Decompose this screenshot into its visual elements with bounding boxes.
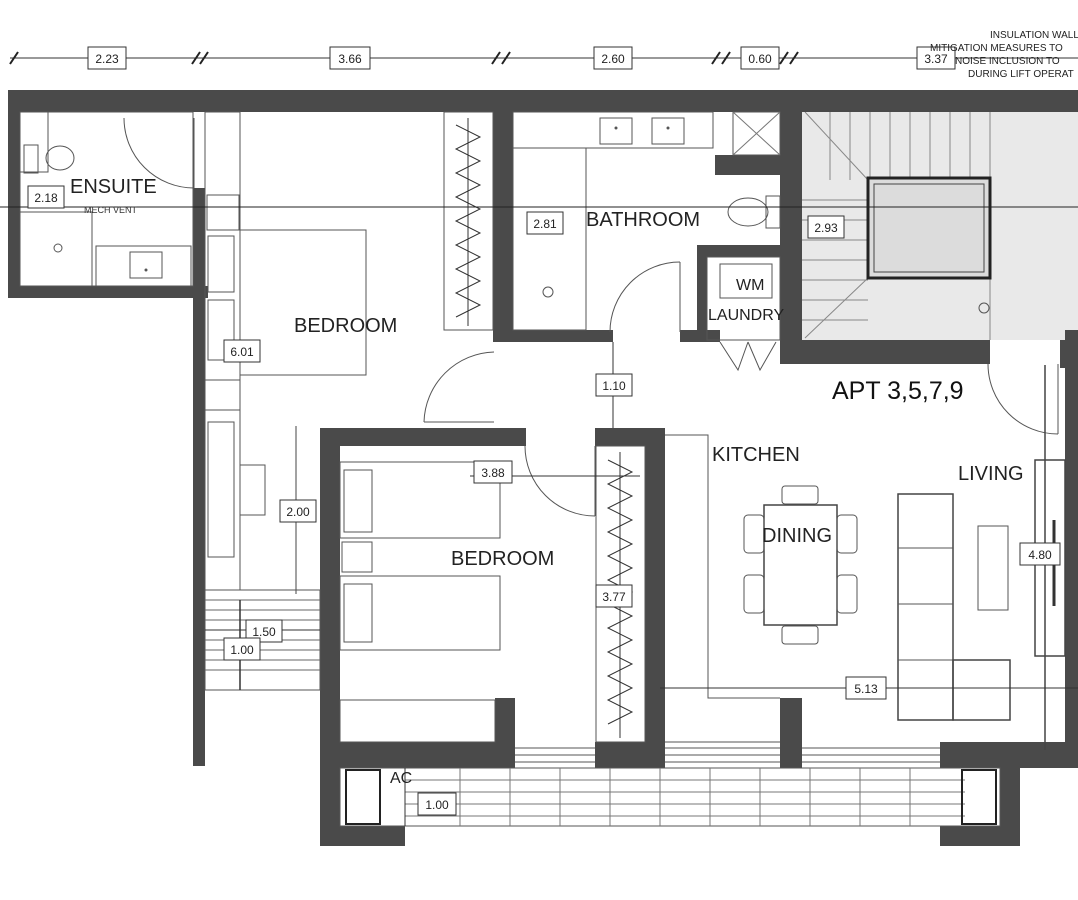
stair-well [802, 110, 1078, 340]
ensuite-fixtures [19, 111, 195, 287]
top-dimension-5: 3.37 [916, 46, 956, 70]
room-label-bathroom: BATHROOM [586, 209, 700, 231]
dimension-balcony-small-width-text: 1.50 [252, 625, 276, 639]
dimension-balcony-small-depth: 1.00 [223, 637, 261, 661]
dimension-bedroom-1-text: 6.01 [230, 345, 254, 359]
mech-vent-label: MECH VENT [84, 205, 138, 215]
note-line-2: MITIGATION MEASURES TO [930, 43, 1063, 54]
dining-table [743, 485, 858, 645]
top-dimension-3: 2.60 [593, 46, 633, 70]
dimension-bedroom-2-width-text: 3.88 [481, 466, 505, 480]
room-label-dining: DINING [762, 525, 832, 547]
note-line-4: DURING LIFT OPERAT [968, 69, 1074, 80]
dimension-bedroom-1: 6.01 [223, 339, 261, 363]
top-dimension-5-text: 3.37 [924, 52, 948, 66]
dimension-balcony-small-depth-text: 1.00 [230, 643, 254, 657]
room-label-laundry: LAUNDRY [708, 307, 785, 324]
room-label-kitchen: KITCHEN [712, 444, 800, 466]
dimension-balcony-small-width: 1.50 [245, 619, 283, 643]
dimension-bedroom-2-length-text: 3.77 [602, 590, 626, 604]
top-dimension-4: 0.60 [740, 46, 780, 70]
dimension-ensuite: 2.18 [27, 185, 65, 209]
dimension-stair-text: 2.93 [814, 221, 838, 235]
sofa [897, 493, 1011, 721]
dimension-hall: 1.10 [595, 373, 633, 397]
coffee-table [977, 525, 1009, 611]
dimension-robe: 2.00 [279, 499, 317, 523]
top-dimension-1: 2.23 [87, 46, 127, 70]
ac-label: AC [390, 770, 412, 787]
bathroom-fixtures [512, 111, 781, 333]
room-label-living: LIVING [958, 463, 1024, 485]
dimension-hall-text: 1.10 [602, 379, 626, 393]
room-label-wm: WM [736, 277, 764, 294]
top-dimension-1-text: 2.23 [95, 52, 119, 66]
insulation-note: INSULATION WALL MITIGATION MEASURES TO N… [930, 30, 1078, 80]
dimension-bathroom: 2.81 [526, 211, 564, 235]
dimension-balcony-depth-text: 1.00 [425, 798, 449, 812]
top-dimension-3-text: 2.60 [601, 52, 625, 66]
dimension-bedroom-2-length: 3.77 [595, 584, 633, 608]
note-line-1: INSULATION WALL [990, 30, 1078, 41]
walls [8, 90, 1078, 846]
dimension-living-width-text: 4.80 [1028, 548, 1052, 562]
dimension-stair: 2.93 [807, 215, 845, 239]
laundry-fixtures [706, 256, 781, 372]
dimension-living-width: 4.80 [1019, 542, 1061, 566]
top-dimension-2: 3.66 [329, 46, 371, 70]
kitchen-counter [665, 434, 780, 743]
top-dimension-4-text: 0.60 [748, 52, 772, 66]
room-label-bedroom-1: BEDROOM [294, 315, 397, 337]
main-balcony [339, 767, 1001, 827]
top-dimension-2-text: 3.66 [338, 52, 362, 66]
dimension-kitchen-living: 5.13 [845, 676, 887, 700]
dimension-ensuite-text: 2.18 [34, 191, 58, 205]
dimension-balcony-depth: 1.00 [417, 792, 457, 816]
note-line-3: NOISE INCLUSION TO [955, 56, 1060, 67]
dimension-kitchen-living-text: 5.13 [854, 682, 878, 696]
dimension-bathroom-text: 2.81 [533, 217, 557, 231]
top-dimension-line [9, 51, 1078, 65]
room-label-bedroom-2: BEDROOM [451, 548, 554, 570]
apartment-label: APT 3,5,7,9 [832, 377, 964, 405]
windows [515, 747, 940, 763]
dimension-bedroom-2-width: 3.88 [473, 460, 513, 484]
dimension-robe-text: 2.00 [286, 505, 310, 519]
room-label-ensuite: ENSUITE [70, 176, 157, 198]
